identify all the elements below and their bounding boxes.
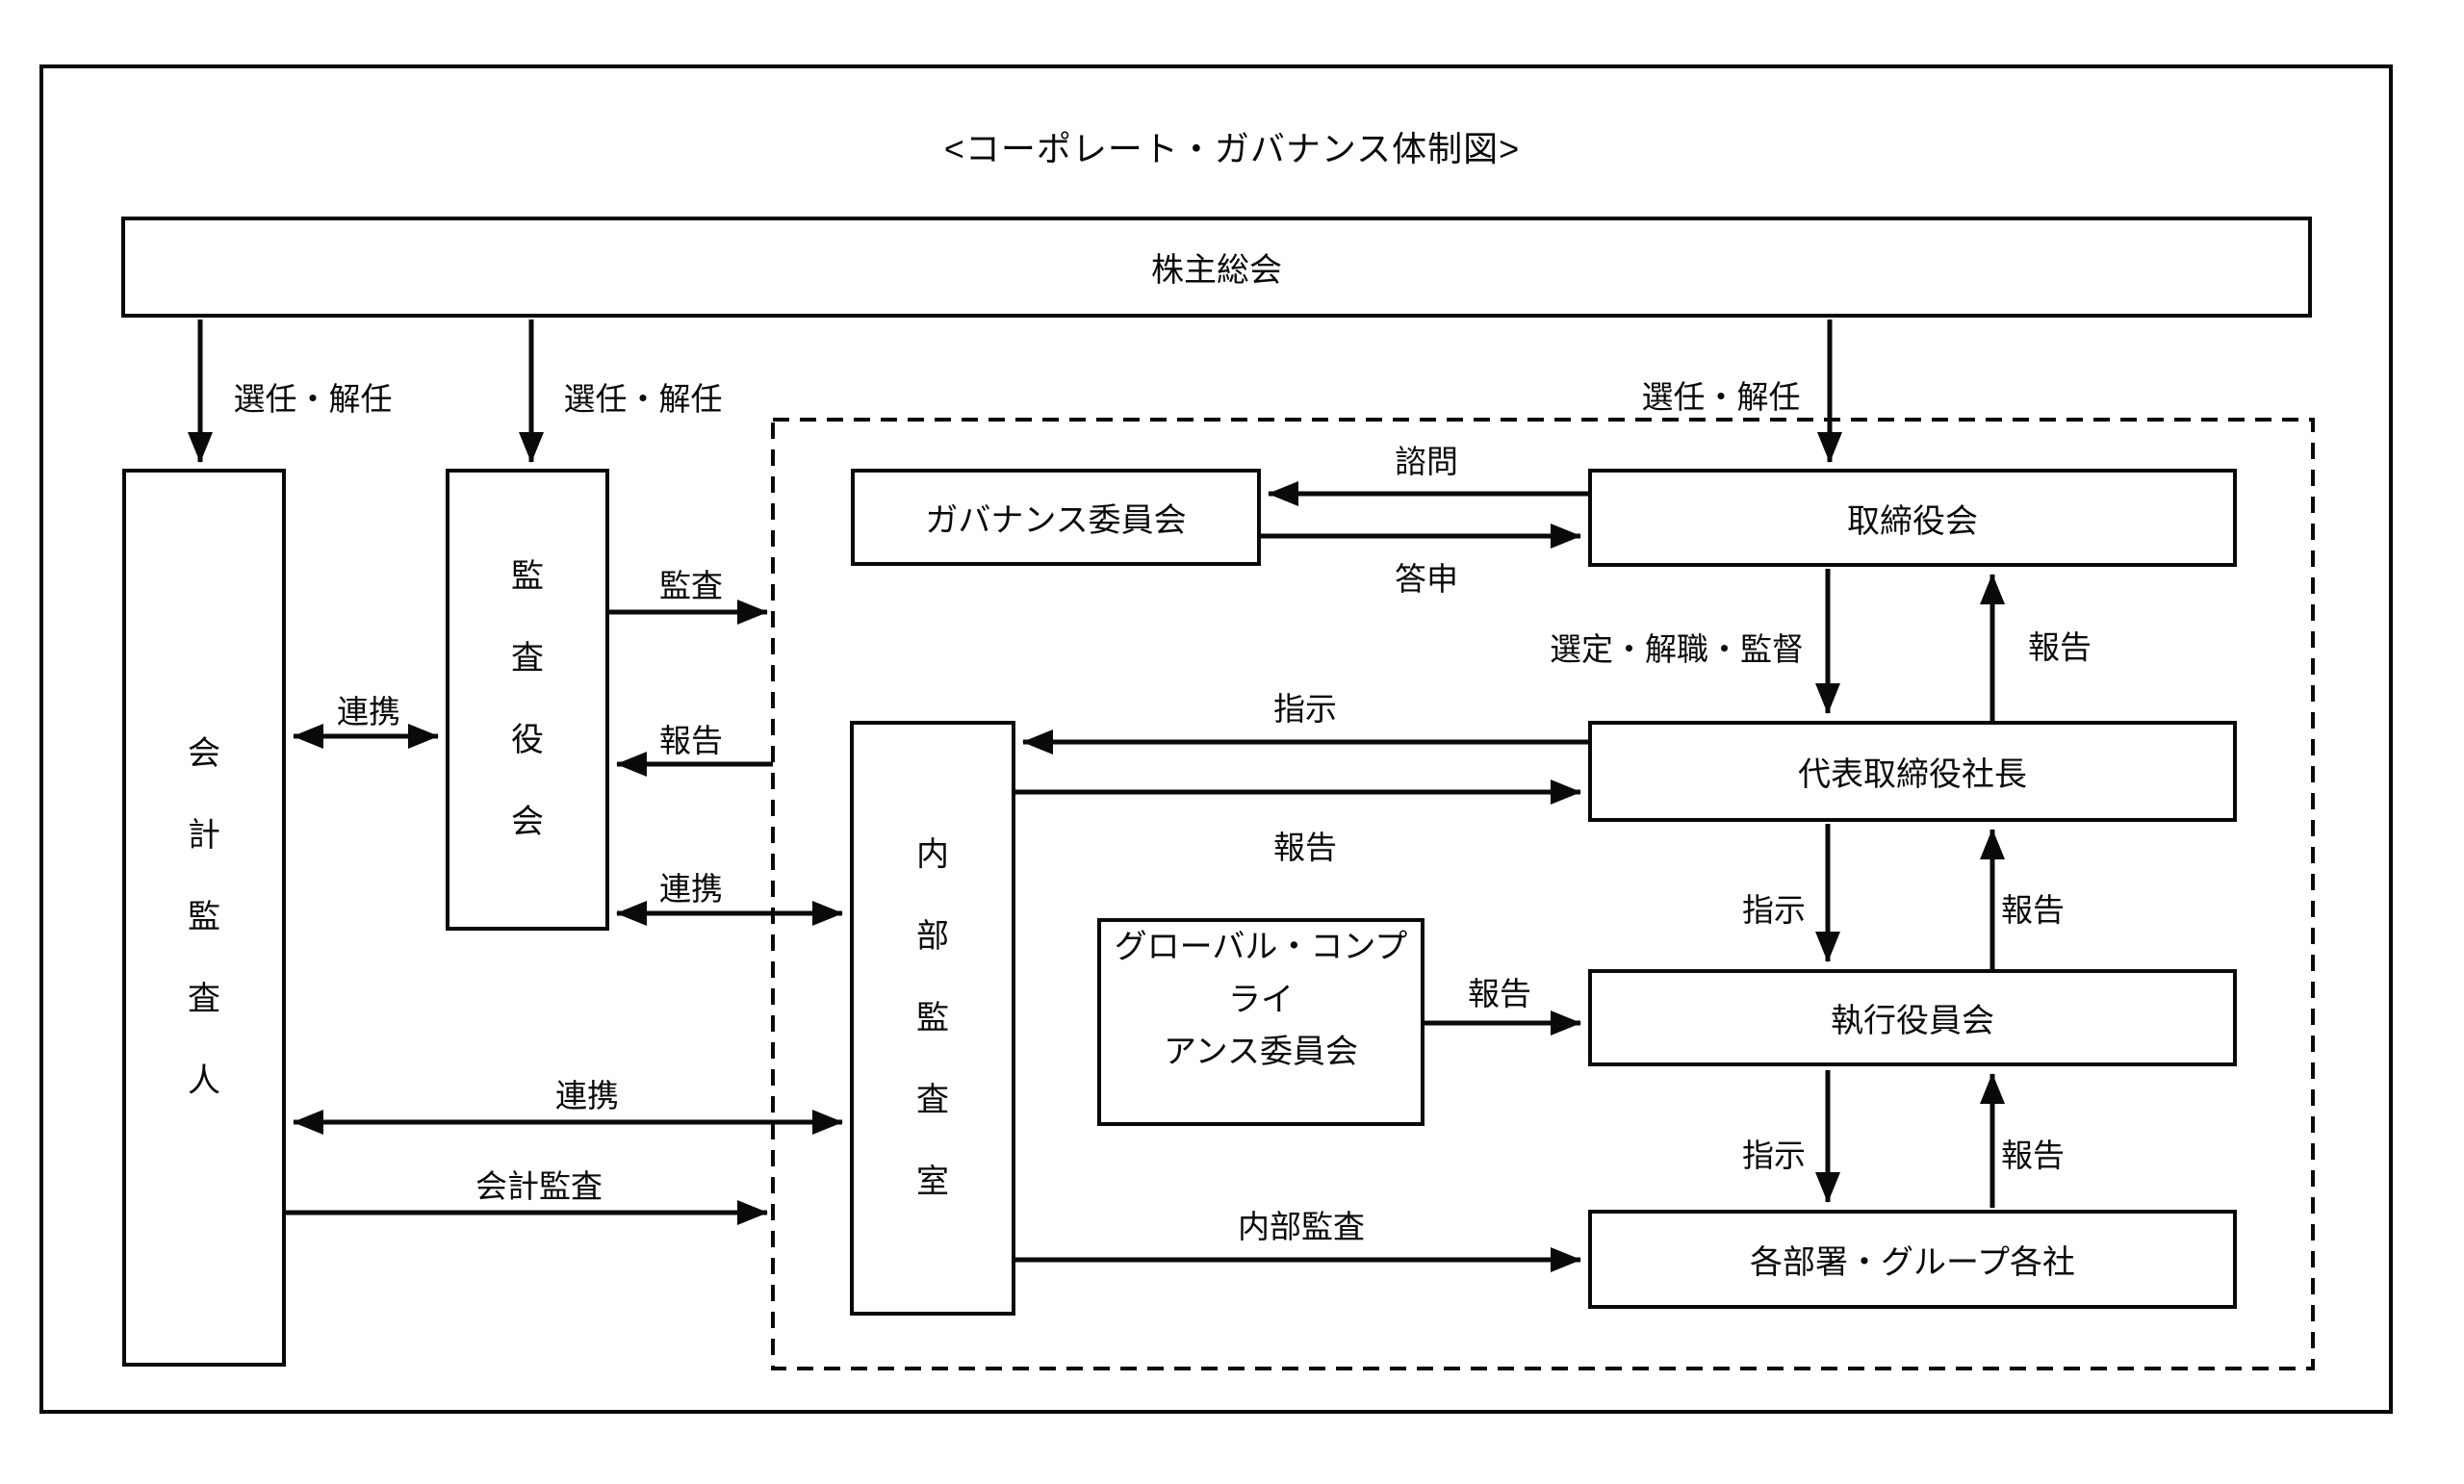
- box-internal-audit-office-label: 内 部 監 査 室: [916, 835, 949, 1200]
- edge-label-report-from-compliance: 報告: [1468, 976, 1531, 1011]
- box-board-of-directors: 取締役会: [1588, 469, 2237, 567]
- edge-label-cooperation-accounting-audit-board: 連携: [337, 694, 400, 729]
- box-president-label: 代表取締役社長: [1798, 756, 2027, 793]
- edge-label-cooperation-audit-internal: 連携: [659, 871, 723, 907]
- edge-label-instruction-to-executive: 指示: [1742, 892, 1806, 928]
- box-governance-committee-label: ガバナンス委員会: [925, 502, 1187, 539]
- box-global-compliance-committee-label-line2: アンス委員会: [1164, 1034, 1358, 1071]
- box-governance-committee: ガバナンス委員会: [851, 469, 1261, 566]
- edge-label-report-to-directors: 報告: [2028, 629, 2092, 665]
- box-global-compliance-committee: グローバル・コンプライ アンス委員会: [1097, 918, 1424, 1126]
- edge-label-instruction-to-internal-audit: 指示: [1273, 691, 1337, 727]
- box-accounting-auditor: 会 計 監 査 人: [122, 469, 286, 1367]
- box-internal-audit-office: 内 部 監 査 室: [850, 721, 1015, 1316]
- box-board-of-directors-label: 取締役会: [1847, 502, 1978, 540]
- box-shareholders-meeting-label: 株主総会: [1151, 252, 1282, 289]
- box-audit-and-supervisory-board: 監 査 役 会: [446, 469, 609, 931]
- box-president: 代表取締役社長: [1588, 721, 2237, 822]
- edge-label-consultation: 諮問: [1395, 444, 1458, 479]
- edge-label-election-dismissal-accounting: 選任・解任: [233, 381, 393, 417]
- management-boundary-dashed-box: [771, 418, 2315, 1370]
- box-executive-officers-committee: 執行役員会: [1588, 969, 2237, 1066]
- edge-label-instruction-to-departments: 指示: [1742, 1138, 1806, 1173]
- box-accounting-auditor-label: 会 計 監 査 人: [188, 735, 220, 1099]
- box-audit-and-supervisory-board-label: 監 査 役 会: [511, 558, 544, 840]
- edge-label-report-from-departments: 報告: [2001, 1138, 2065, 1173]
- edge-label-accounting-audit: 会計監査: [475, 1168, 603, 1204]
- edge-label-report-back: 答申: [1395, 561, 1458, 597]
- edge-label-report-to-audit-board: 報告: [659, 723, 723, 758]
- box-global-compliance-committee-label-line1: グローバル・コンプライ: [1114, 929, 1408, 1018]
- edge-label-report-from-executive: 報告: [2001, 892, 2065, 928]
- diagram-title: <コーポレート・ガバナンス体制図>: [943, 129, 1521, 168]
- edge-label-internal-audit: 内部監査: [1238, 1209, 1365, 1244]
- edge-label-report-to-president: 報告: [1273, 830, 1337, 865]
- edge-label-cooperation-accounting-internal: 連携: [555, 1078, 619, 1113]
- box-departments-group-companies: 各部署・グループ各社: [1588, 1210, 2237, 1309]
- edge-label-election-dismissal-audit-board: 選任・解任: [563, 381, 723, 417]
- box-shareholders-meeting: 株主総会: [121, 217, 2312, 318]
- edge-label-selection-dismissal-supervision: 選定・解職・監督: [1550, 631, 1804, 667]
- box-departments-group-companies-label: 各部署・グループ各社: [1750, 1244, 2075, 1281]
- edge-label-election-dismissal-directors: 選任・解任: [1641, 379, 1801, 415]
- edge-label-audit: 監査: [659, 568, 723, 603]
- box-executive-officers-committee-label: 執行役員会: [1831, 1003, 1994, 1039]
